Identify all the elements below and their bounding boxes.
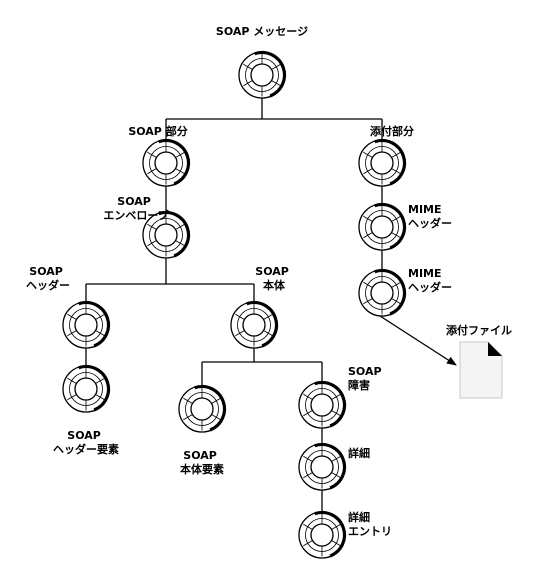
node-ring-icon <box>62 364 111 413</box>
node-ring-icon <box>62 300 111 349</box>
label-soap-message: SOAP メッセージ <box>216 25 308 38</box>
label-mime-header-1: MIME ヘッダー <box>408 203 452 230</box>
label-soap-body-element: SOAP 本体要素 <box>180 449 224 476</box>
node-detail: 詳細 <box>298 442 370 491</box>
node-mime-header-2: MIME ヘッダー <box>358 267 452 317</box>
node-soap-body-element: SOAP 本体要素 <box>178 384 227 476</box>
node-soap-body: SOAP 本体 <box>230 265 292 349</box>
node-ring-icon <box>358 268 407 317</box>
node-ring-icon <box>142 210 191 259</box>
label-attachment-file: 添付ファイル <box>446 323 512 337</box>
node-ring-icon <box>178 384 227 433</box>
node-detail-entry: 詳細 エントリ <box>298 510 392 559</box>
node-soap-fault: SOAP 障害 <box>298 365 385 429</box>
arrow-to-attachment-file <box>379 315 457 366</box>
label-detail-entry: 詳細 エントリ <box>348 510 392 538</box>
node-ring-icon <box>298 380 347 429</box>
label-mime-header-2: MIME ヘッダー <box>408 267 452 294</box>
node-soap-envelope: SOAP エンベロープ <box>103 195 191 259</box>
node-soap-header: SOAP ヘッダー <box>26 265 111 349</box>
node-ring-icon <box>358 202 407 251</box>
label-soap-fault: SOAP 障害 <box>348 365 385 392</box>
node-ring-icon <box>142 138 191 187</box>
node-soap-part: SOAP 部分 <box>128 124 191 187</box>
label-soap-header-element: SOAP ヘッダー要素 <box>53 429 119 456</box>
node-ring-icon <box>298 442 347 491</box>
label-attachment-part: 添付部分 <box>370 124 414 138</box>
connectors <box>85 98 457 512</box>
document-fold-icon <box>488 342 502 356</box>
node-soap-header-element: SOAP ヘッダー要素 <box>53 364 119 456</box>
node-ring-icon <box>230 300 279 349</box>
label-soap-envelope: SOAP エンベロープ <box>103 195 169 222</box>
node-attachment-part: 添付部分 <box>358 124 414 187</box>
node-ring-icon <box>238 50 287 99</box>
label-soap-body: SOAP 本体 <box>255 265 292 292</box>
label-soap-header: SOAP ヘッダー <box>26 265 70 292</box>
label-soap-part: SOAP 部分 <box>128 124 187 138</box>
node-mime-header-1: MIME ヘッダー <box>358 202 452 251</box>
node-ring-icon <box>298 510 347 559</box>
attachment-file: 添付ファイル <box>446 323 512 399</box>
label-detail: 詳細 <box>348 446 370 460</box>
node-soap-message: SOAP メッセージ <box>216 25 308 99</box>
node-ring-icon <box>358 138 407 187</box>
